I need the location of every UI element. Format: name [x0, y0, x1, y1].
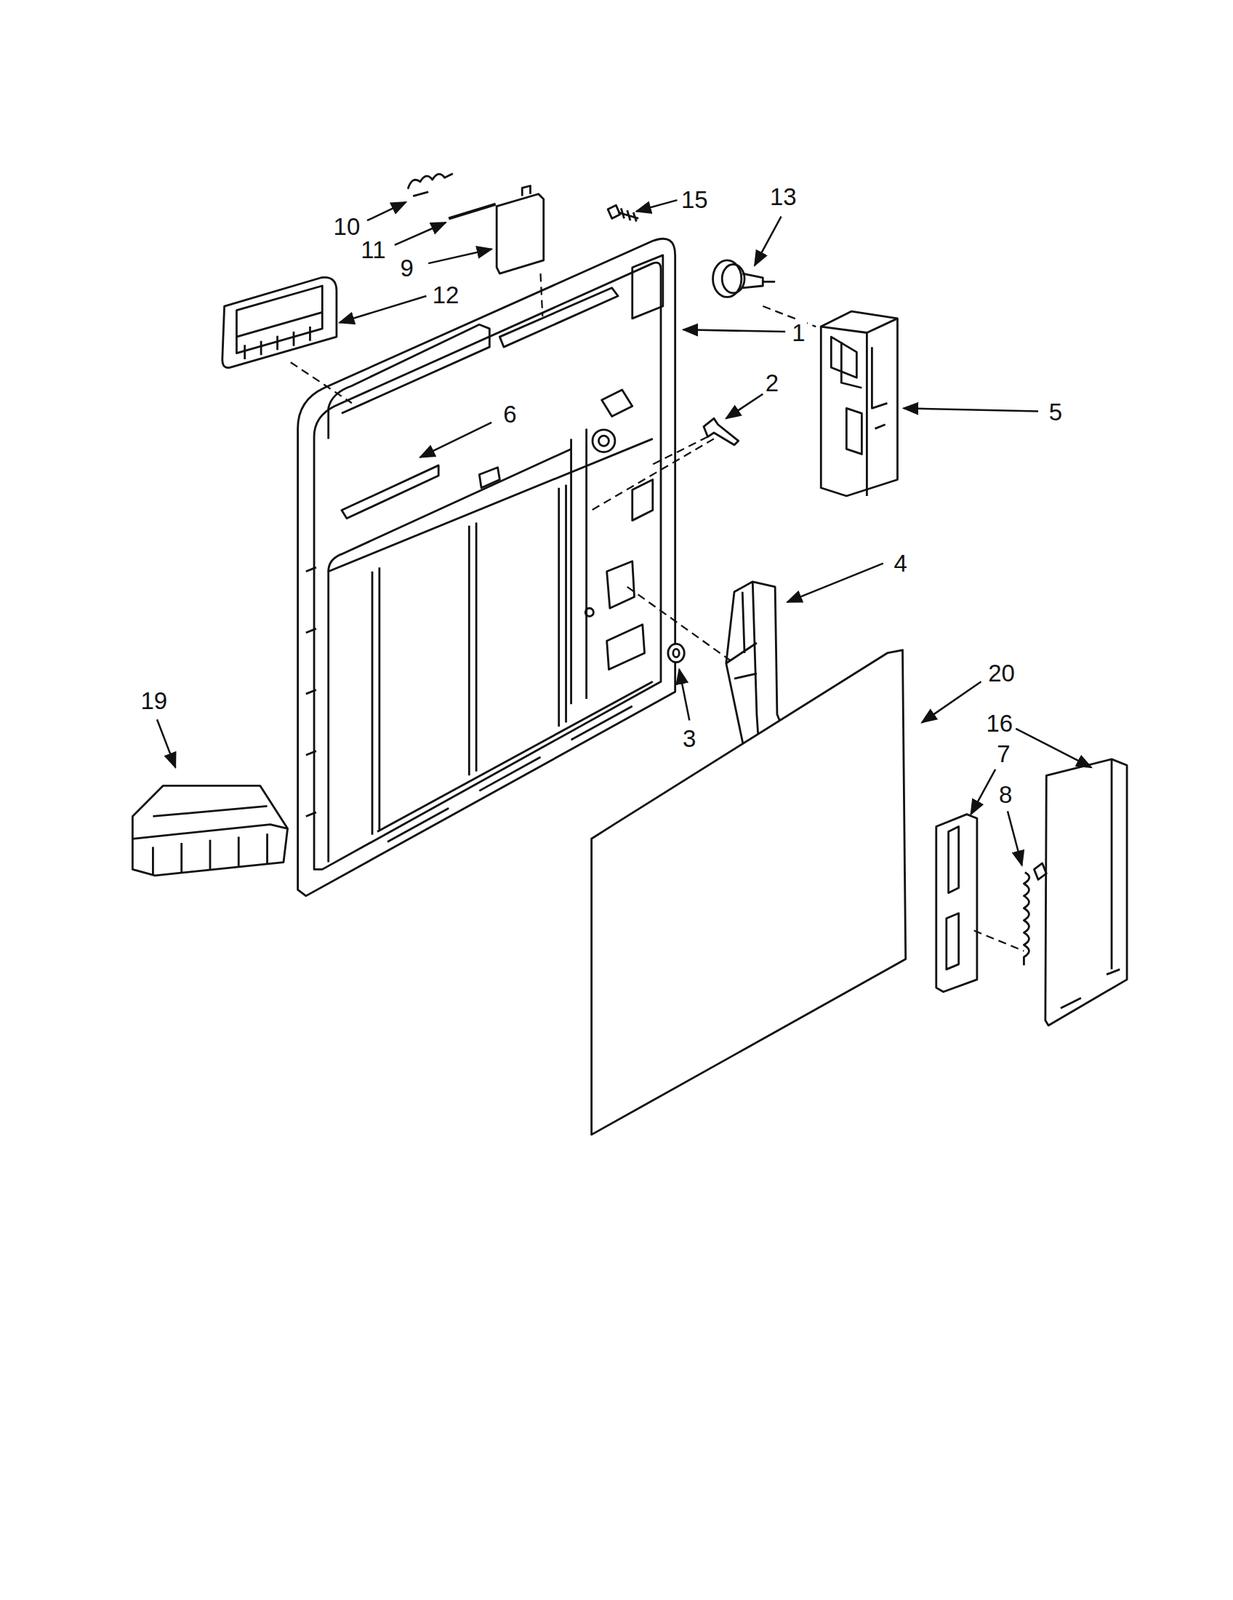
callout-number: 11	[359, 237, 387, 263]
nut	[668, 643, 685, 662]
callout-number: 20	[986, 660, 1017, 686]
callout-number: 9	[399, 255, 416, 281]
callout-number: 19	[138, 687, 169, 714]
callout-number: 16	[984, 710, 1015, 736]
outer-panel	[591, 649, 906, 1135]
rod	[448, 204, 496, 219]
leader-arrow	[157, 199, 1092, 866]
callout-number: 10	[332, 213, 363, 240]
callout-number: 1	[790, 319, 807, 346]
callout-number: 12	[431, 282, 461, 308]
callout-number: 3	[681, 725, 698, 751]
callout-number: 6	[501, 401, 518, 427]
callout-number: 13	[768, 183, 799, 210]
handle	[222, 276, 337, 368]
cover-plate	[496, 194, 544, 274]
side-cover	[1033, 758, 1127, 1026]
spring	[1023, 872, 1029, 966]
callout-number: 2	[764, 370, 781, 396]
slot	[341, 465, 439, 519]
assembly-line	[290, 273, 1025, 951]
callout-number: 8	[997, 781, 1014, 807]
callout-number: 7	[995, 740, 1012, 767]
bracket	[936, 814, 978, 992]
callout-number: 4	[892, 550, 909, 576]
door-frame	[298, 238, 676, 896]
spring	[407, 173, 453, 197]
screw	[607, 205, 639, 222]
knob	[713, 260, 776, 298]
end-cap	[132, 785, 288, 875]
callout-number: 15	[679, 186, 710, 213]
callout-number: 5	[1047, 399, 1064, 425]
switch-housing	[820, 311, 898, 496]
